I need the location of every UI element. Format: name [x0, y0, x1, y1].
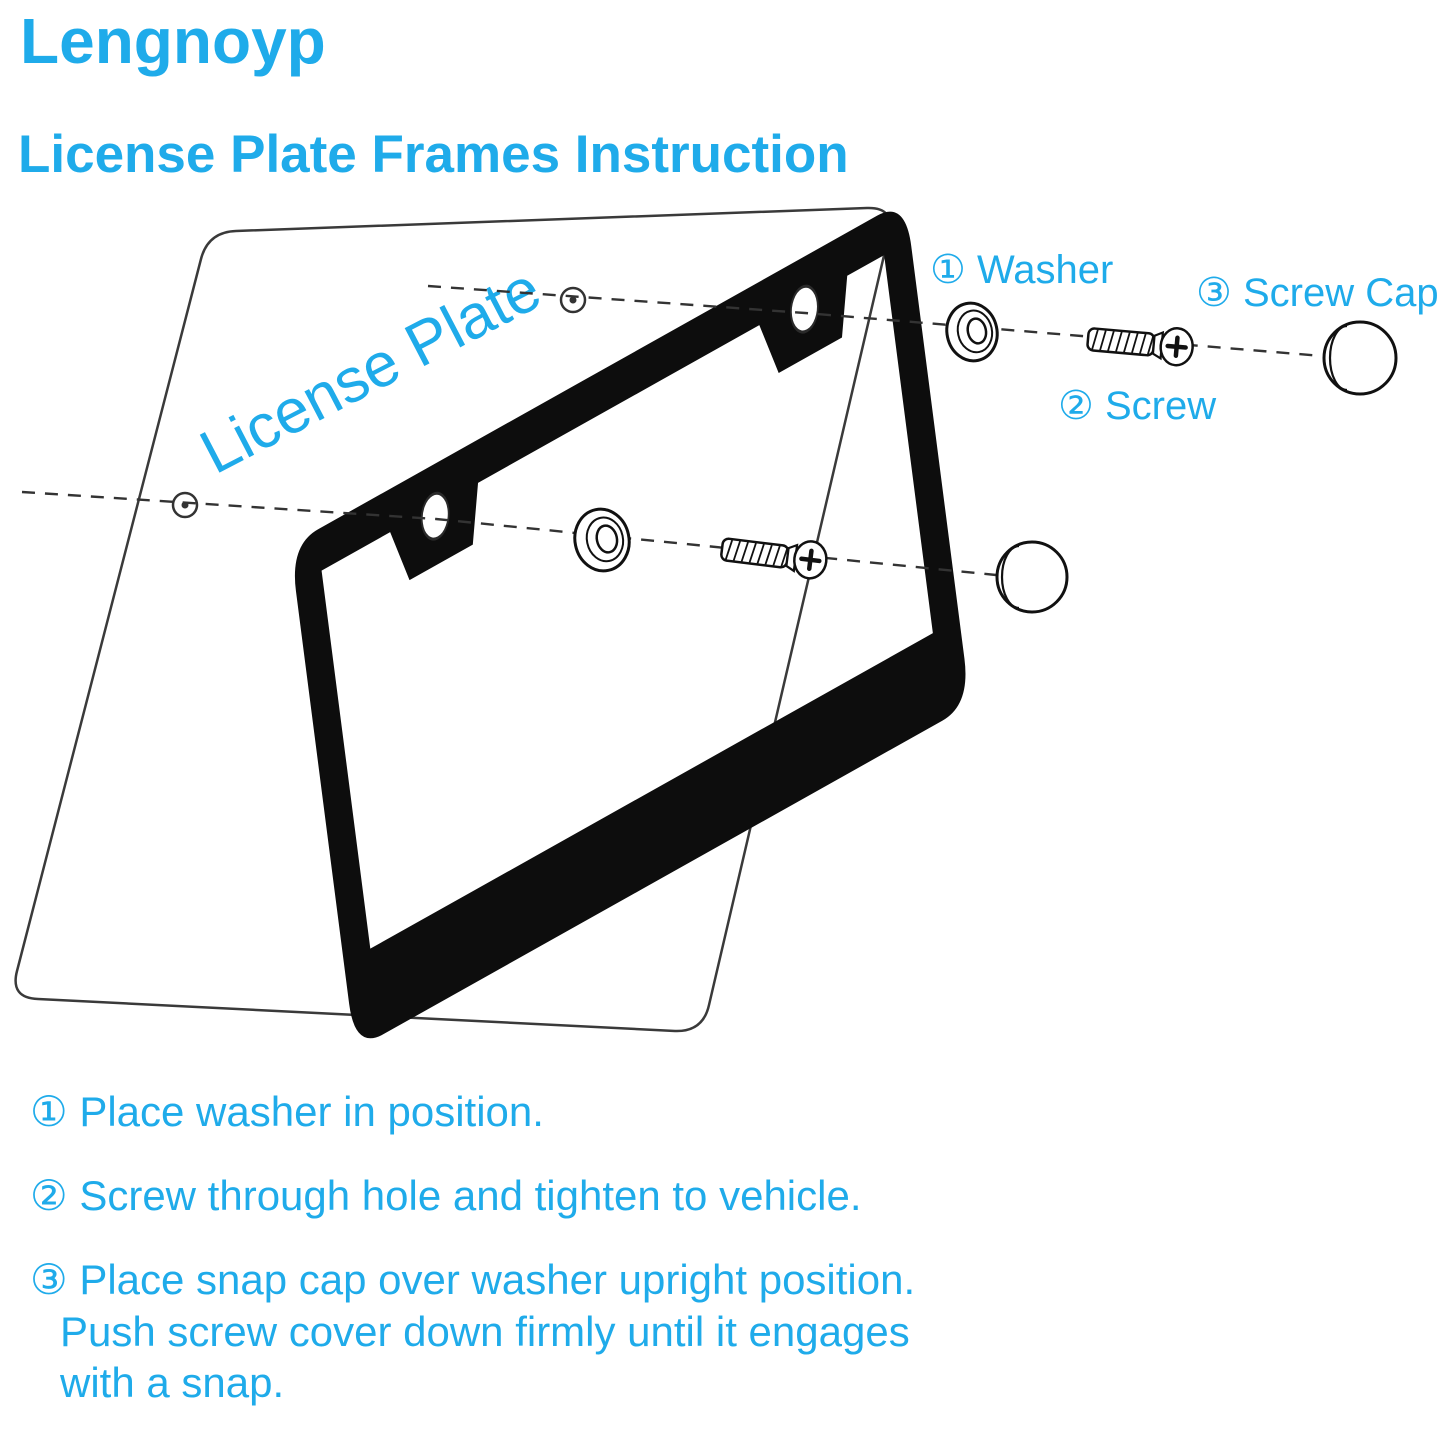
- frame-hole-right: [790, 284, 819, 334]
- screw-bottom: [720, 537, 828, 580]
- plate-hole-bottom: [171, 491, 199, 519]
- instruction-step-1: ① Place washer in position.: [30, 1088, 544, 1135]
- plate-frame: [294, 211, 966, 1039]
- frame-hole-left: [420, 491, 450, 541]
- washer-top: [945, 301, 999, 363]
- page-title: License Plate Frames Instruction: [18, 125, 849, 184]
- screw-cap-bottom: [995, 540, 1069, 614]
- label-washer: ① Washer: [930, 248, 1113, 292]
- instruction-step-2: ② Screw through hole and tighten to vehi…: [30, 1172, 862, 1220]
- instructions-list: ① Place washer in position. ② Screw thro…: [30, 1086, 915, 1441]
- label-screw-cap: ③ Screw Cap: [1196, 271, 1439, 315]
- screw-cap-top: [1322, 320, 1398, 396]
- instruction-step-3-line-2: Push screw cover down firmly until it en…: [60, 1307, 910, 1355]
- instruction-step-3: ③ Place snap cap over washer upright pos…: [30, 1254, 915, 1408]
- washer-bottom: [573, 507, 631, 573]
- brand-logo: Lengnoyp: [20, 5, 326, 77]
- plate-hole-top: [559, 286, 587, 314]
- instruction-step-3-line-3: with a snap.: [60, 1358, 285, 1406]
- screw-top: [1086, 327, 1194, 367]
- label-screw: ② Screw: [1058, 384, 1216, 428]
- frame-body: [294, 211, 966, 1039]
- instruction-step-3-line-1: ③ Place snap cap over washer upright pos…: [30, 1256, 916, 1304]
